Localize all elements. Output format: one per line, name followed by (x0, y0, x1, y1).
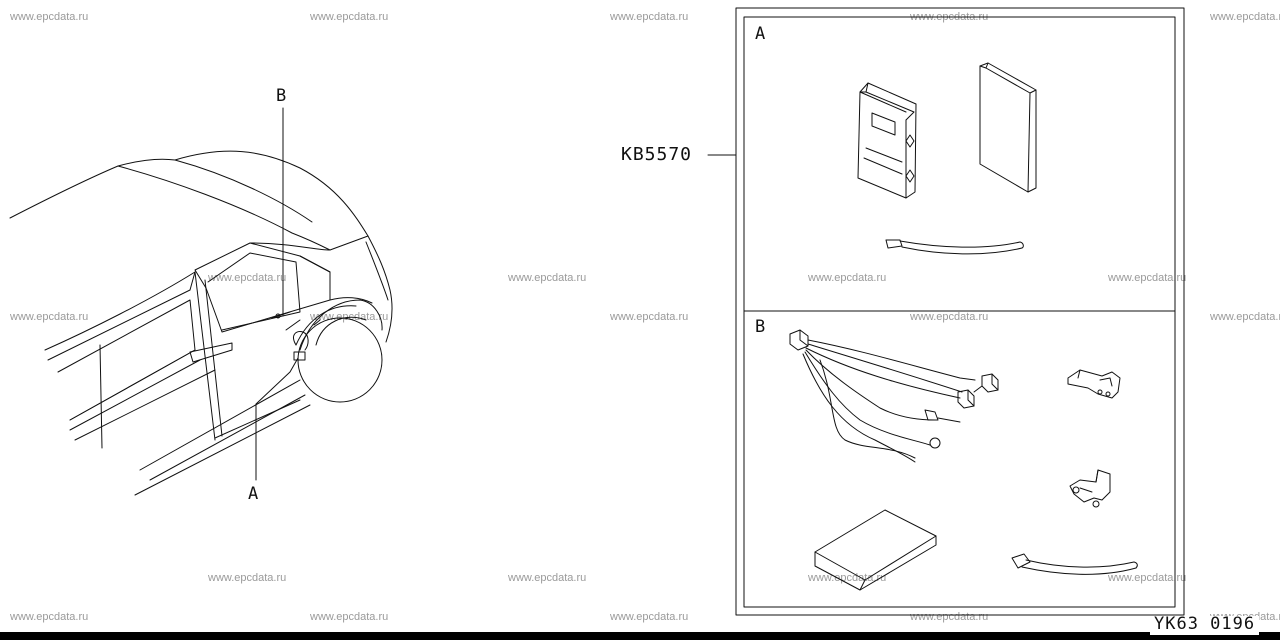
watermark: www.epcdata.ru (610, 611, 689, 623)
watermark: www.epcdata.ru (610, 311, 689, 323)
kit-frame (736, 8, 1184, 615)
callout-a-label: A (248, 484, 259, 504)
watermark: www.epcdata.ru (808, 572, 887, 584)
watermark: www.epcdata.ru (10, 311, 89, 323)
watermark: www.epcdata.ru (208, 572, 287, 584)
panel-a (744, 17, 1175, 311)
vehicle-illustration (10, 151, 392, 495)
manual-booklet (980, 63, 1036, 192)
cable-tie (1012, 554, 1137, 574)
wiring-harness (790, 330, 998, 462)
panel-b-label: B (755, 317, 766, 337)
watermark: www.epcdata.ru (1108, 272, 1187, 284)
watermark: www.epcdata.ru (508, 272, 587, 284)
control-unit (858, 83, 916, 198)
diagram-code: YK63 0196 (1150, 616, 1260, 635)
bottom-bar (0, 632, 1280, 640)
watermark: www.epcdata.ru (10, 611, 89, 623)
callout-a-leader (256, 358, 298, 480)
watermark: www.epcdata.ru (10, 11, 89, 23)
bracket-1 (1068, 370, 1120, 398)
instruction-card (815, 510, 936, 590)
callout-b-label: B (276, 86, 287, 106)
panel-b (744, 311, 1175, 607)
watermark: www.epcdata.ru (208, 272, 287, 284)
bracket-2 (1070, 470, 1110, 507)
watermark: www.epcdata.ru (910, 311, 989, 323)
watermark: www.epcdata.ru (310, 11, 389, 23)
cable-tie (886, 240, 1023, 254)
watermark: www.epcdata.ru (610, 11, 689, 23)
watermark: www.epcdata.ru (310, 611, 389, 623)
watermark: www.epcdata.ru (1210, 311, 1280, 323)
part-number-label: KB5570 (621, 144, 693, 165)
watermark: www.epcdata.ru (1108, 572, 1187, 584)
watermark: www.epcdata.ru (1210, 11, 1280, 23)
watermark: www.epcdata.ru (910, 611, 989, 623)
watermark: www.epcdata.ru (508, 572, 587, 584)
panel-a-label: A (755, 24, 766, 44)
watermark: www.epcdata.ru (808, 272, 887, 284)
